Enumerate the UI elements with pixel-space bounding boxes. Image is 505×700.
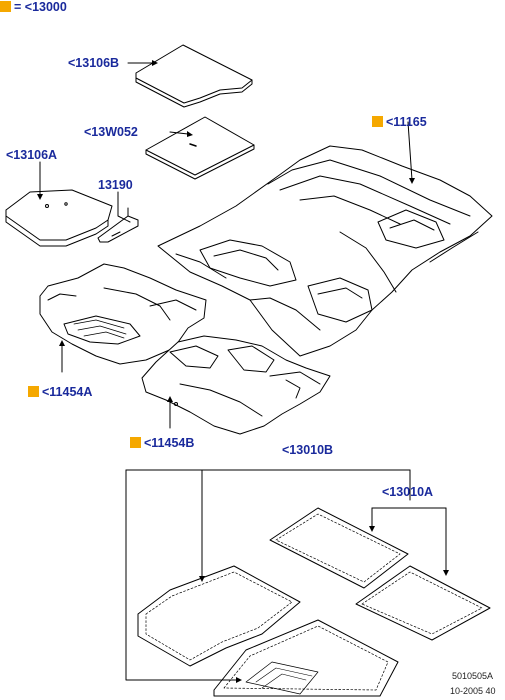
leader-arrowheads [37,60,449,683]
part-11454A-carpet [39,263,207,365]
callout-11454A-text: <11454A [42,385,93,399]
part-13106B-mat [135,44,253,108]
reference-code: 5010505A [452,671,494,681]
part-13010A-mat-rear-right [355,565,491,641]
callout-13106B[interactable]: <13106B [68,56,120,70]
callout-11165[interactable]: <11165 [372,115,427,129]
marker-icon [28,386,39,397]
part-11165-floor-carpet [157,145,493,357]
legend: = <13000 [0,0,67,14]
legend-marker-icon [0,1,11,12]
callout-11454B-text: <11454B [144,436,195,450]
callout-13010B[interactable]: <13010B [282,443,334,457]
callout-13106A[interactable]: <13106A [6,148,58,162]
leader-lines [39,62,447,681]
part-13190-bracket [97,207,139,243]
callout-13W052[interactable]: <13W052 [84,125,138,139]
callout-13190[interactable]: 13190 [98,178,133,192]
callout-11165-text: <11165 [386,115,427,129]
part-13010A-mat-front-right [269,507,409,589]
part-13106A-mat [5,189,113,247]
callout-11454A[interactable]: <11454A [28,385,92,399]
callout-11454B[interactable]: <11454B [130,436,194,450]
marker-icon [372,116,383,127]
part-13010B-mat-front-left [137,565,301,667]
reference-date: 10-2005 40 [450,686,496,696]
marker-icon [130,437,141,448]
callout-13010A[interactable]: <13010A [382,485,434,499]
part-13W052-mat [145,116,255,180]
part-13010B-mat-rear-left [213,619,399,697]
legend-text: = <13000 [14,0,67,14]
part-11454B-carpet [141,335,331,435]
